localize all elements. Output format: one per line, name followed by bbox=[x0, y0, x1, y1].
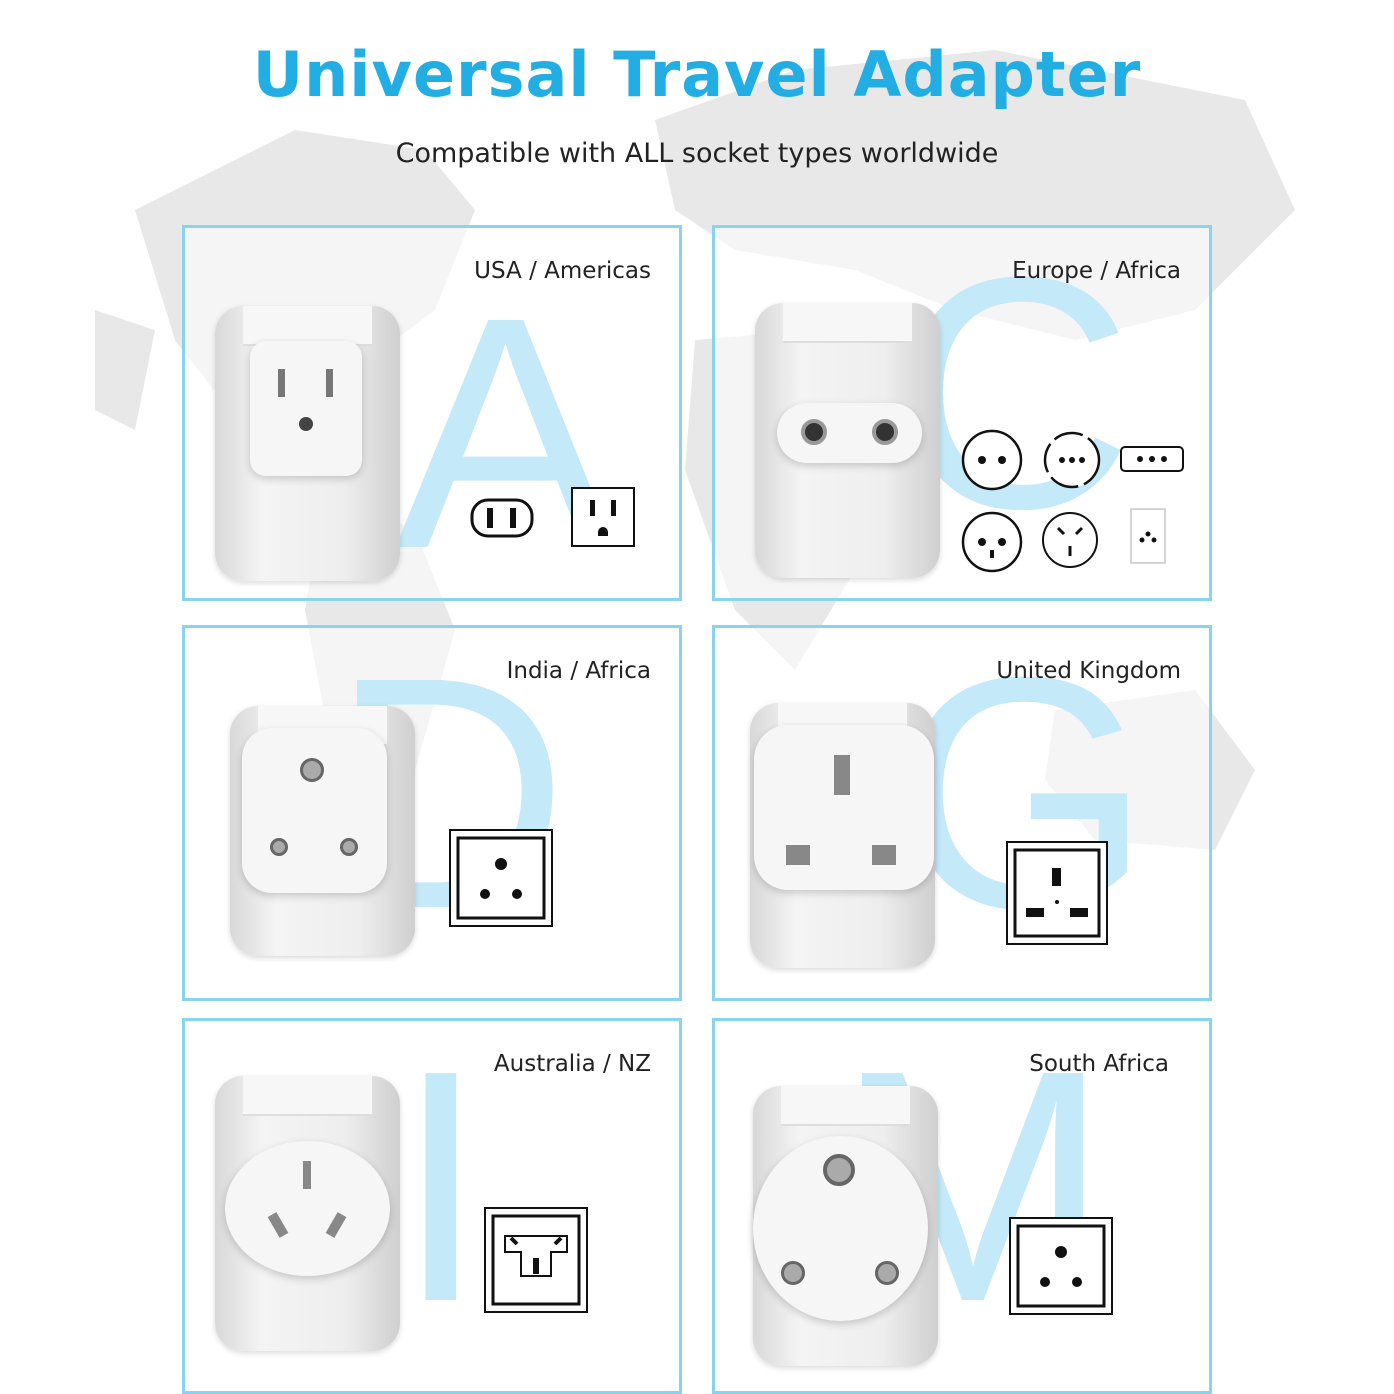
type-m-socket-icon bbox=[1009, 1217, 1113, 1315]
adapter-image bbox=[755, 303, 940, 578]
card-uk: G United Kingdom bbox=[712, 625, 1212, 1001]
type-b-socket-icon bbox=[571, 487, 635, 547]
type-h-socket-icon bbox=[1042, 512, 1098, 568]
region-label: United Kingdom bbox=[996, 658, 1181, 684]
region-label: India / Africa bbox=[506, 658, 651, 684]
region-label: USA / Americas bbox=[474, 258, 651, 284]
card-usa: A USA / Americas bbox=[182, 225, 682, 601]
region-label: South Africa bbox=[1029, 1051, 1169, 1077]
type-i-socket-icon bbox=[484, 1207, 588, 1313]
card-south-africa: M South Africa bbox=[712, 1018, 1212, 1394]
type-a-socket-icon bbox=[470, 498, 534, 538]
adapter-image bbox=[753, 1086, 938, 1366]
type-l-socket-icon bbox=[1120, 446, 1184, 472]
plug-type-letter: A bbox=[395, 248, 616, 601]
type-c-socket-icon bbox=[961, 429, 1023, 491]
type-f-socket-icon bbox=[1043, 431, 1101, 489]
type-d-socket-icon bbox=[449, 829, 553, 927]
type-e-socket-icon bbox=[961, 511, 1023, 573]
page-subtitle: Compatible with ALL socket types worldwi… bbox=[395, 138, 999, 169]
adapter-image bbox=[215, 1076, 400, 1351]
region-label: Europe / Africa bbox=[1012, 258, 1181, 284]
type-g-socket-icon bbox=[1006, 841, 1108, 945]
adapter-image bbox=[750, 703, 935, 968]
page-title: Universal Travel Adapter bbox=[252, 38, 1142, 111]
plug-type-letter: I bbox=[395, 1018, 487, 1370]
card-australia: I Australia / NZ bbox=[182, 1018, 682, 1394]
adapter-image bbox=[215, 306, 400, 581]
card-europe: C Europe / Africa bbox=[712, 225, 1212, 601]
type-j-socket-icon bbox=[1130, 508, 1166, 564]
card-india: D India / Africa bbox=[182, 625, 682, 1001]
region-label: Australia / NZ bbox=[493, 1051, 651, 1077]
adapter-image bbox=[230, 706, 415, 956]
